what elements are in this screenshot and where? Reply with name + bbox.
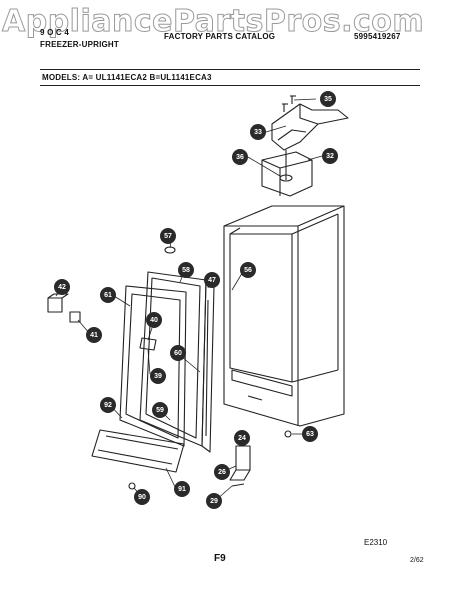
latch-parts: [47, 293, 81, 323]
screw-90: [128, 482, 136, 490]
header-rule-top: [40, 69, 420, 70]
callout-63: 63: [302, 426, 318, 442]
callout-36: 36: [232, 149, 248, 165]
callout-24: 24: [234, 430, 250, 446]
category-title: FREEZER-UPRIGHT: [40, 40, 119, 49]
callout-29: 29: [206, 493, 222, 509]
page-label: F9: [214, 553, 226, 564]
callout-90: 90: [134, 489, 150, 505]
watermark-text: AppliancePartsPros.com: [1, 4, 425, 40]
leader-lines: [55, 98, 323, 501]
brand-code: 9 O C 4: [40, 28, 69, 37]
screw-63: [284, 430, 292, 438]
top-hinge-bracket: [271, 95, 349, 151]
door-kickplate: [91, 429, 185, 473]
catalog-title: FACTORY PARTS CATALOG: [164, 32, 276, 41]
door-panel-strip: [201, 279, 215, 453]
callout-59: 59: [152, 402, 168, 418]
freezer-cabinet: [223, 205, 345, 427]
door-clip: [139, 337, 157, 351]
callout-26: 26: [214, 464, 230, 480]
callout-42: 42: [54, 279, 70, 295]
callout-60: 60: [170, 345, 186, 361]
callout-40: 40: [146, 312, 162, 328]
revision-label: 2/62: [410, 557, 424, 564]
callout-39: 39: [150, 368, 166, 384]
diagram-code: E2310: [364, 538, 388, 547]
callout-92: 92: [100, 397, 116, 413]
header-rule-bottom: [40, 85, 420, 86]
hinge-cover: [261, 151, 313, 197]
callout-61: 61: [100, 287, 116, 303]
callout-35: 35: [320, 91, 336, 107]
callout-58: 58: [178, 262, 194, 278]
callout-33: 33: [250, 124, 266, 140]
catalog-number: 5995419267: [354, 32, 401, 41]
callout-91: 91: [174, 481, 190, 497]
models-line: MODELS: A= UL1141ECA2 B=UL1141ECA3: [42, 73, 212, 82]
callout-32: 32: [322, 148, 338, 164]
callout-41: 41: [86, 327, 102, 343]
callout-57: 57: [160, 228, 176, 244]
callout-47: 47: [204, 272, 220, 288]
callout-56: 56: [240, 262, 256, 278]
door-liner: [119, 285, 187, 447]
